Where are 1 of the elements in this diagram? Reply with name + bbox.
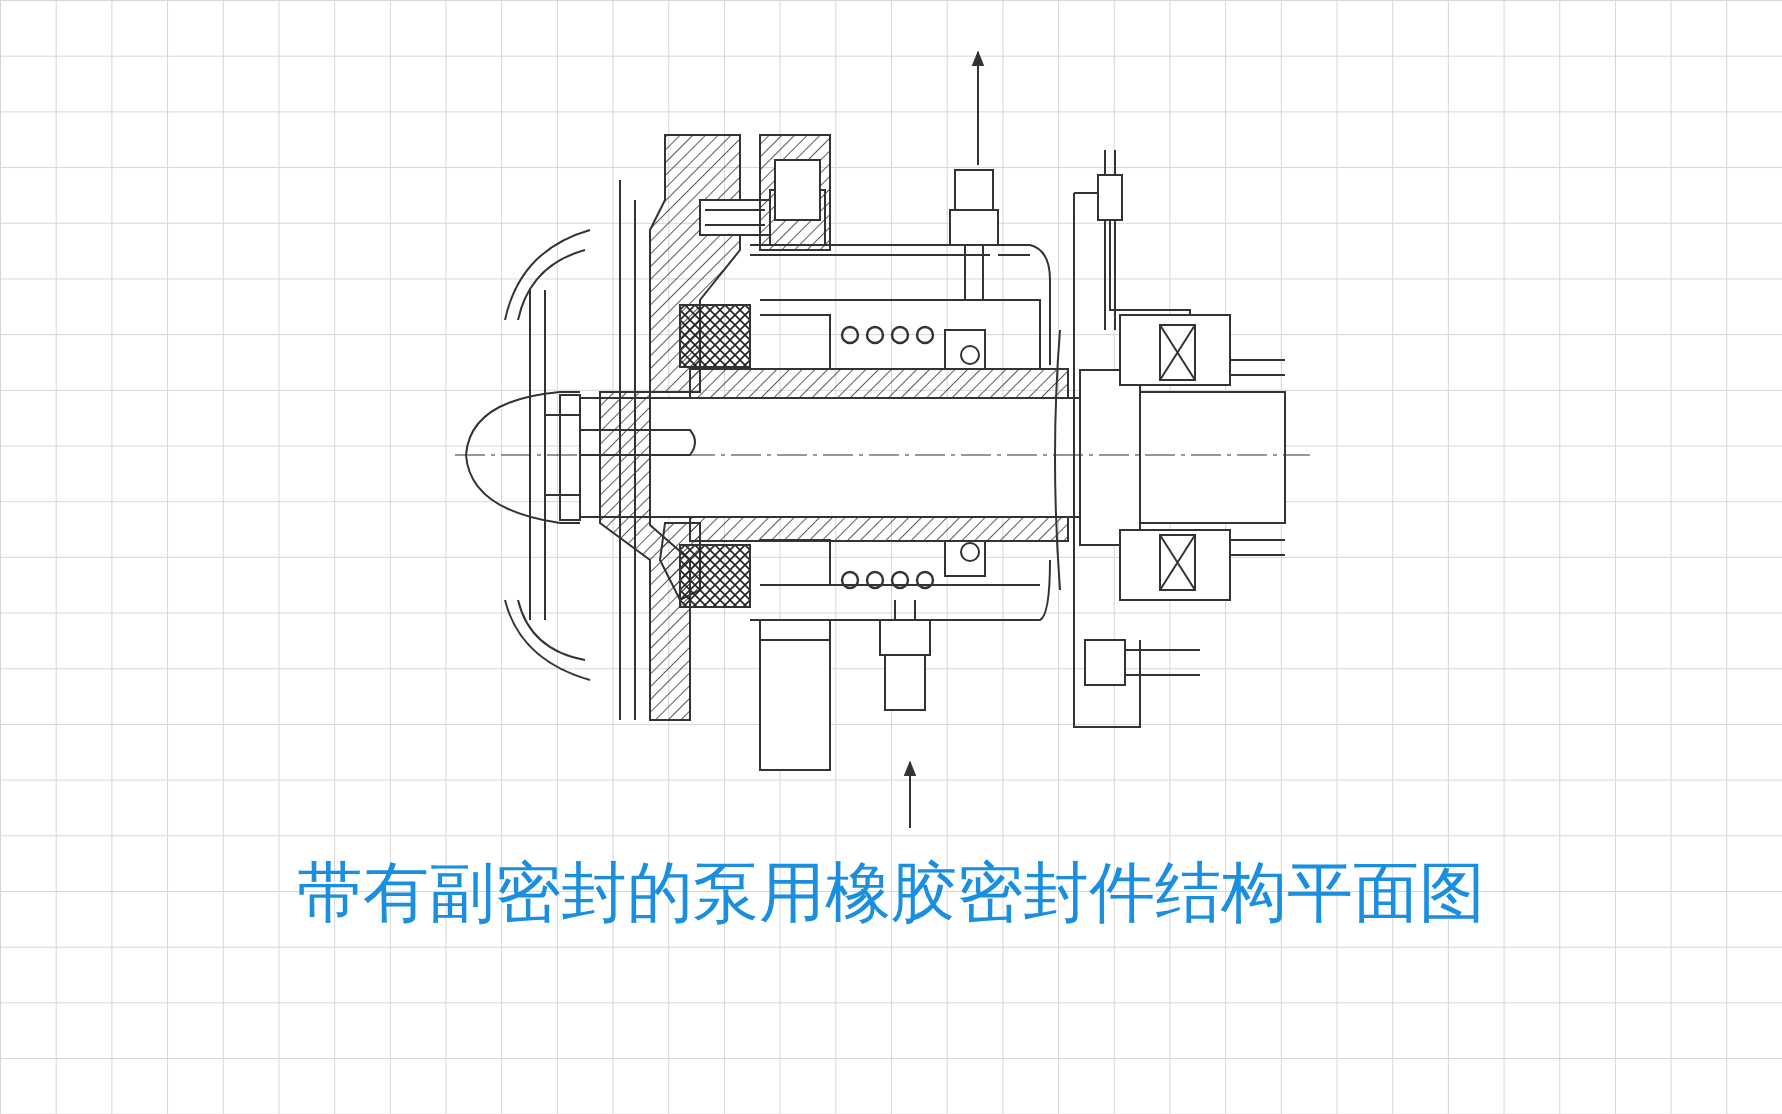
diagram-title: 带有副密封的泵用橡胶密封件结构平面图 <box>297 860 1485 926</box>
